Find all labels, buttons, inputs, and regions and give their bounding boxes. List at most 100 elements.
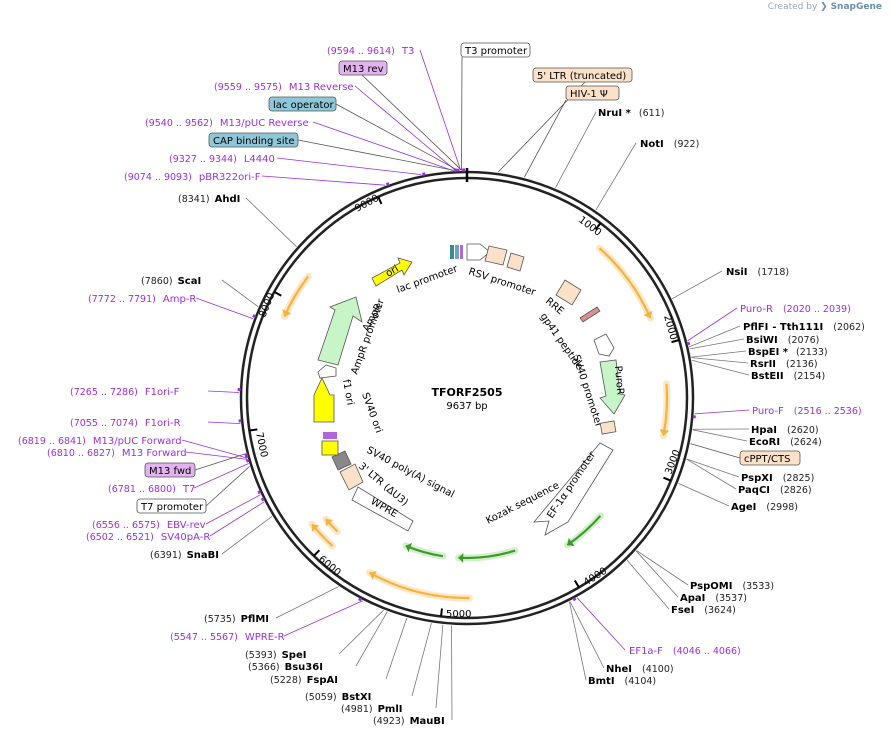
ampr-feature[interactable] (317, 296, 363, 366)
plasmid-size: 9637 bp (446, 401, 487, 412)
enzyme-star: * (622, 108, 631, 119)
primer-ebv-rev[interactable]: (6556 .. 6575)EBV-rev (92, 520, 206, 531)
primer-name: L4440 (244, 154, 275, 165)
cppt-box[interactable]: cPPT/CTS (739, 450, 801, 466)
primer-site-9 (244, 454, 249, 459)
enzyme-nhei[interactable]: NheI(4100) (606, 664, 674, 675)
cap-site-box[interactable]: CAP binding site (208, 132, 299, 148)
enzyme-pos: (4923) (373, 716, 405, 727)
enzyme-pos: (3537) (715, 593, 747, 604)
m13-fwd-box[interactable]: M13 fwd (144, 462, 196, 478)
enzyme-fsei[interactable]: FseI(3624) (671, 605, 736, 616)
leader-line-37 (185, 451, 248, 460)
f1-ori-label: f1 ori (340, 379, 355, 407)
sv40-polya-feature[interactable] (331, 450, 352, 471)
enzyme-pflfi[interactable]: PflFI- Tth111I(2062) (743, 322, 865, 333)
enzyme-name: AhdI (215, 194, 241, 205)
gp41-feature[interactable] (579, 306, 601, 323)
primer-name: Puro-F (752, 406, 784, 417)
enzyme-pos: (611) (639, 108, 665, 119)
ori-feature[interactable] (371, 257, 413, 287)
ltr5-feature[interactable] (506, 252, 525, 272)
enzyme-noti[interactable]: NotI(922) (640, 139, 699, 150)
enzyme-pflmi[interactable]: (5735)PflMI (204, 614, 269, 625)
enzyme-bstxi[interactable]: (5059)BstXI (305, 692, 371, 703)
brand-logo-icon: ❯ (820, 2, 828, 12)
primer-name: T7 (182, 484, 195, 495)
lac-promoter-feature[interactable] (466, 243, 491, 261)
enzyme-nsii[interactable]: NsiI(1718) (726, 267, 789, 278)
enzyme-bsiwi[interactable]: BsiWI(2076) (746, 335, 819, 346)
enzyme-pos: (2076) (788, 335, 820, 346)
m13fwd-feature[interactable] (323, 432, 337, 439)
enzyme-bmti[interactable]: BmtI(4104) (588, 676, 656, 687)
t7-promoter-box[interactable]: T7 promoter (136, 498, 207, 514)
primer-t3[interactable]: (9594 .. 9614)T3 (327, 46, 414, 57)
primer-wpre-r[interactable]: (5547 .. 5567)WPRE-R (170, 632, 285, 643)
leader-line-33 (195, 297, 254, 320)
enzyme-spei[interactable]: (5393)SpeI (245, 650, 306, 661)
f1-ori-feature[interactable] (313, 377, 335, 423)
primer-puro-r[interactable]: Puro-R(2020 .. 2039) (740, 304, 851, 315)
primer-sv40pa-r[interactable]: (6502 .. 6521)SV40pA-R (86, 532, 210, 543)
primer-m13-reverse[interactable]: (9559 .. 9575)M13 Reverse (214, 82, 354, 93)
cppt-feature[interactable] (599, 420, 617, 435)
enzyme-name: ScaI (178, 276, 202, 287)
primer-name: WPRE-R (245, 632, 285, 643)
primer-f1ori-f[interactable]: (7265 .. 7286)F1ori-F (70, 387, 180, 398)
enzyme-rsrii[interactable]: RsrII(2136) (750, 359, 818, 370)
t3-promoter-box[interactable]: T3 promoter (460, 42, 531, 58)
primer-m13-forward[interactable]: (6810 .. 6827)M13 Forward (47, 448, 187, 459)
leader-lines (181, 49, 750, 721)
enzyme-paqci[interactable]: PaqCI(2826) (738, 485, 812, 496)
enzyme-ahdi[interactable]: (8341)AhdI (178, 194, 240, 205)
enzyme-fspai[interactable]: (5228)FspAI (270, 675, 338, 686)
enzyme-ecori[interactable]: EcoRI(2624) (749, 437, 822, 448)
m13-rev-box[interactable]: M13 rev (338, 60, 388, 76)
tick-mark-6000 (313, 549, 321, 557)
enzyme-pmli[interactable]: (4981)PmlI (341, 704, 403, 715)
enzyme-snabi[interactable]: (6391)SnaBI (150, 550, 219, 561)
enzyme-bsu36i[interactable]: (5366)Bsu36I (248, 662, 323, 673)
ampr-promoter-feature[interactable] (317, 364, 337, 379)
rre-feature[interactable] (555, 279, 582, 306)
enzyme-pspomi[interactable]: PspOMI(3533) (690, 581, 774, 592)
primer-ef1a-f[interactable]: EF1a-F(4046 .. 4066) (629, 646, 741, 657)
primer-f1ori-r[interactable]: (7055 .. 7074)F1ori-R (70, 418, 181, 429)
tick-mark-7000 (249, 428, 258, 432)
ltr5-box[interactable]: 5' LTR (truncated) (532, 67, 633, 83)
puror-feature[interactable] (599, 359, 626, 415)
enzyme-agei[interactable]: AgeI(2998) (731, 502, 798, 513)
enzyme-pspxi[interactable]: PspXI(2825) (741, 473, 814, 484)
m13rev-feature[interactable] (460, 245, 463, 259)
ltr3-feature[interactable] (339, 463, 364, 491)
hiv-box[interactable]: HIV-1 Ψ (565, 85, 620, 101)
enzyme-hpai[interactable]: HpaI(2620) (751, 425, 819, 436)
primer-pbr322ori-f[interactable]: (9074 .. 9093)pBR322ori-F (124, 172, 261, 183)
primer-t7[interactable]: (6781 .. 6800)T7 (108, 484, 195, 495)
primer-m13puc-reverse[interactable]: (9540 .. 9562)M13/pUC Reverse (145, 118, 309, 129)
enzyme-maubi[interactable]: (4923)MauBI (373, 716, 445, 727)
enzyme-apai[interactable]: ApaI(3537) (680, 593, 747, 604)
primer-m13puc-forward[interactable]: (6819 .. 6841)M13/pUC Forward (18, 436, 182, 447)
lac-operator-box[interactable]: lac operator (268, 96, 337, 112)
lac-operator-feature[interactable] (450, 245, 454, 259)
leader-line-36 (181, 439, 248, 459)
enzyme-name: BstEII (751, 371, 784, 382)
enzyme-bsteii[interactable]: BstEII(2154) (751, 371, 825, 382)
ef1a-feature[interactable] (533, 442, 614, 536)
enzyme-nrui[interactable]: NruI *(611) (598, 108, 664, 119)
primer-name: M13/pUC Forward (93, 436, 182, 447)
wpre-feature[interactable] (351, 486, 414, 532)
enzyme-scai[interactable]: (7860)ScaI (141, 276, 201, 287)
primer-puro-f[interactable]: Puro-F(2516 .. 2536) (752, 406, 862, 417)
sv40-ori-feature[interactable] (321, 440, 339, 456)
primer-name: SV40pA-R (161, 532, 210, 543)
cap-site-feature[interactable] (455, 245, 459, 259)
primer-amp-r[interactable]: (7772 .. 7791)Amp-R (88, 294, 196, 305)
enzyme-bspei[interactable]: BspEI *(2133) (748, 347, 828, 358)
rsv-promoter-feature[interactable] (484, 245, 508, 266)
sv40-promoter-feature[interactable] (593, 333, 615, 357)
primer-l4440[interactable]: (9327 .. 9344)L4440 (169, 154, 275, 165)
